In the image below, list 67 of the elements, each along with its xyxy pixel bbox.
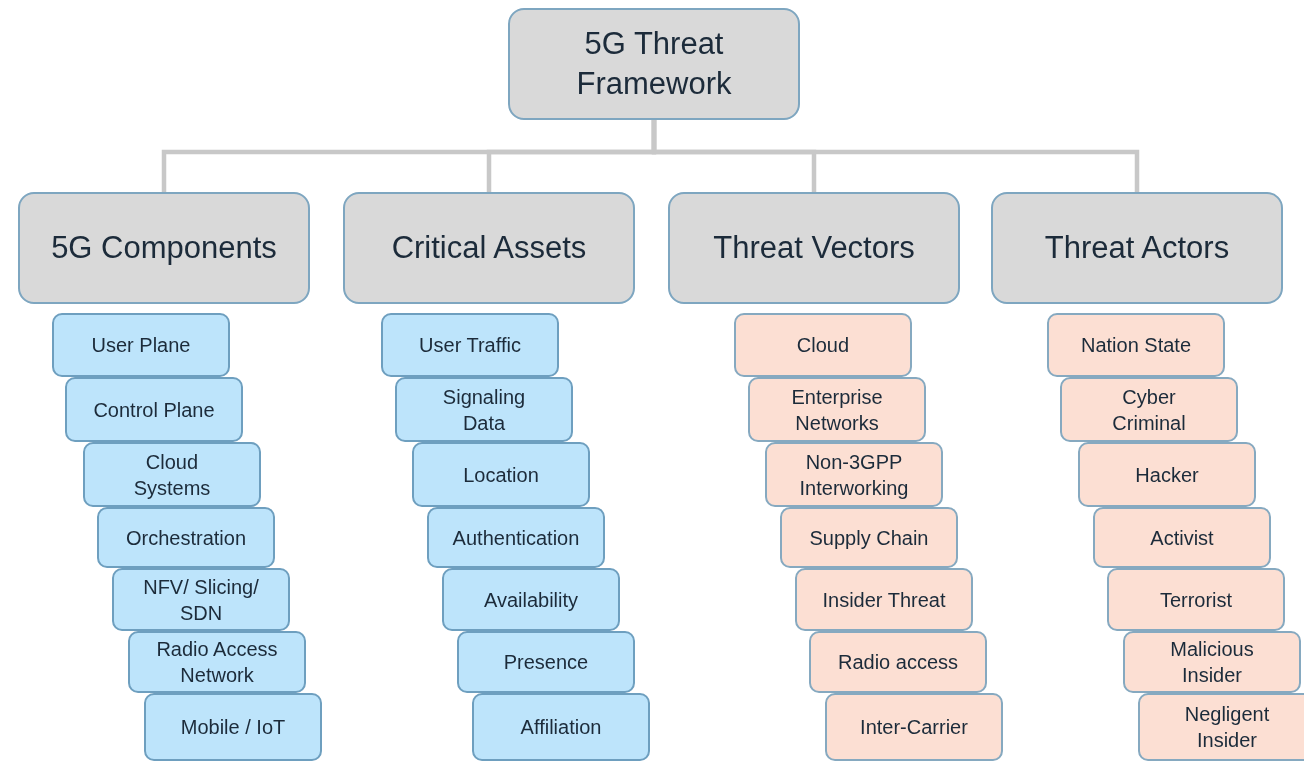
item-box: [809, 631, 987, 693]
item-box: [1060, 377, 1238, 442]
category-box: [991, 192, 1283, 304]
item-box: [825, 693, 1003, 761]
node-label: Critical Assets: [391, 228, 587, 267]
node-label: Mobile / IoT: [180, 715, 286, 740]
item-box: [748, 377, 926, 442]
node-label: Signaling Data: [441, 384, 527, 436]
item-box: [144, 693, 322, 761]
node-label: Radio access: [837, 650, 959, 675]
item-box: [65, 377, 243, 442]
node-label: Hacker: [1135, 462, 1199, 488]
node-label: Cloud: [796, 333, 850, 358]
node-label: Presence: [503, 650, 589, 675]
node-label: 5G Threat Framework: [575, 24, 733, 103]
category-box: [668, 192, 960, 304]
node-label: User Traffic: [419, 333, 521, 358]
node-label: Nation State: [1080, 333, 1192, 358]
item-box: [795, 568, 973, 631]
node-label: Supply Chain: [809, 525, 929, 551]
node-label: Insider Threat: [822, 587, 946, 613]
node-label: Terrorist: [1159, 587, 1233, 613]
item-box: [1138, 693, 1304, 761]
node-label: Negligent Insider: [1183, 702, 1271, 753]
item-box: [1107, 568, 1285, 631]
item-box: [472, 693, 650, 761]
item-box: [128, 631, 306, 693]
node-label: User Plane: [91, 333, 191, 358]
node-label: Cloud Systems: [132, 449, 212, 501]
item-box: [83, 442, 261, 507]
node-label: Inter-Carrier: [860, 715, 968, 740]
item-box: [112, 568, 290, 631]
category-box: [343, 192, 635, 304]
node-label: 5G Components: [51, 228, 277, 267]
node-label: Authentication: [452, 525, 580, 551]
item-box: [457, 631, 635, 693]
node-label: Availability: [483, 587, 579, 613]
item-box: [412, 442, 590, 507]
root-box: [508, 8, 800, 120]
node-label: Threat Vectors: [713, 228, 915, 267]
node-label: NFV/ Slicing/ SDN: [142, 574, 260, 626]
node-label: Malicious Insider: [1169, 637, 1255, 688]
item-box: [1047, 313, 1225, 377]
node-label: Activist: [1150, 525, 1214, 551]
connector-line: [651, 120, 1140, 192]
node-label: Radio Access Network: [155, 637, 279, 688]
item-box: [1093, 507, 1271, 568]
node-label: Location: [463, 462, 539, 488]
item-box: [780, 507, 958, 568]
item-box: [97, 507, 275, 568]
node-label: Threat Actors: [1044, 228, 1230, 267]
item-box: [442, 568, 620, 631]
node-label: Non-3GPP Interworking: [798, 449, 910, 501]
item-box: [381, 313, 559, 377]
node-label: Control Plane: [93, 397, 215, 423]
node-label: Affiliation: [520, 715, 602, 740]
item-box: [1078, 442, 1256, 507]
item-box: [765, 442, 943, 507]
node-label: Orchestration: [125, 525, 247, 551]
item-box: [427, 507, 605, 568]
item-box: [1123, 631, 1301, 693]
item-box: [52, 313, 230, 377]
item-box: [395, 377, 573, 442]
category-box: [18, 192, 310, 304]
item-box: [734, 313, 912, 377]
node-label: Enterprise Networks: [790, 384, 884, 436]
node-label: Cyber Criminal: [1111, 384, 1187, 436]
